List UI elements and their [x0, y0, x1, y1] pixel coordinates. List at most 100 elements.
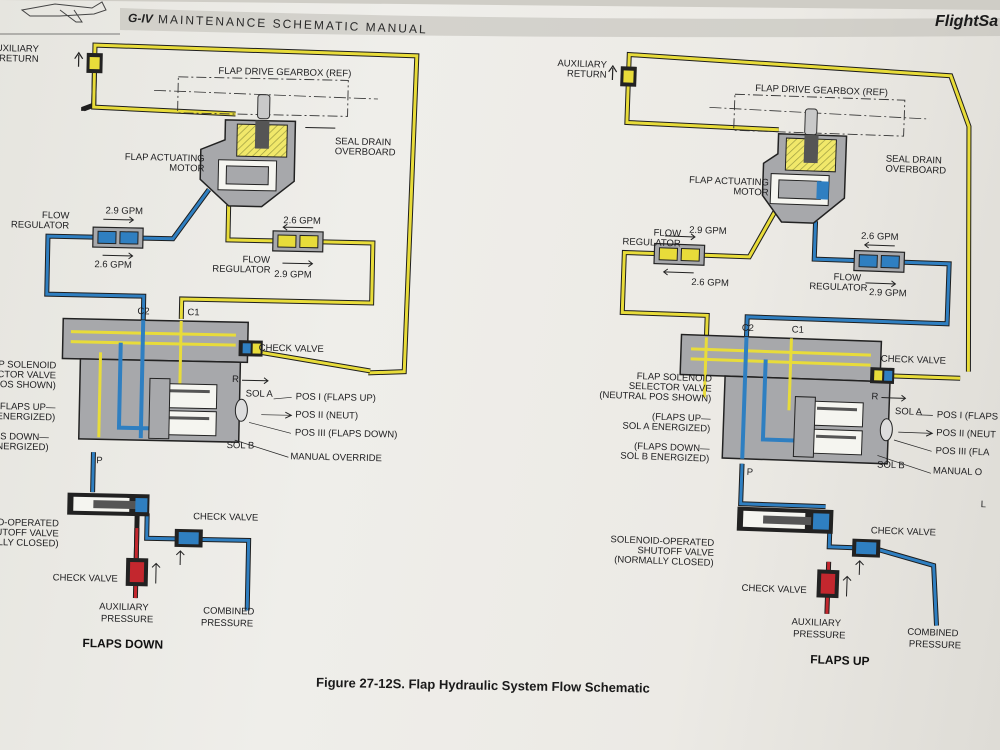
left-flaps-down-1: FLAPS DOWN— — [0, 431, 49, 444]
left-check-valve-top-label: CHECK VALVE — [259, 343, 324, 355]
right-check-valve-mid — [851, 538, 881, 575]
right-shutoff-1: SOLENOID-OPERATED — [610, 534, 714, 549]
right-port-c2: C2 — [742, 323, 755, 334]
figure-caption: Figure 27-12S. Flap Hydraulic System Flo… — [316, 675, 650, 696]
left-rate-a-top: 2.9 GPM — [105, 205, 143, 217]
left-port-c1: C1 — [187, 307, 199, 318]
left-check-valve-top — [238, 340, 371, 374]
left-motor-label-2: MOTOR — [169, 163, 205, 175]
right-seal-drain-1: SEAL DRAIN — [886, 154, 943, 167]
left-flaps-up-1: (FLAPS UP— — [0, 401, 56, 413]
right-motor-label-2: MOTOR — [733, 186, 769, 198]
left-flow-reg-a-2: REGULATOR — [11, 219, 70, 231]
left-flow-reg-a-1: FLOW — [42, 210, 70, 222]
right-combined-pressure-2: PRESSURE — [909, 639, 962, 652]
right-rate-b-bottom: 2.9 GPM — [869, 287, 907, 299]
right-selector-2: SELECTOR VALVE — [629, 381, 712, 395]
header-band: G-IV MAINTENANCE SCHEMATIC MANUAL Flight… — [0, 0, 1000, 38]
left-port-p: P — [96, 455, 103, 466]
right-flow-reg-a-2: REGULATOR — [622, 236, 681, 249]
left-selector-3: RAL POS SHOWN) — [0, 379, 56, 392]
left-sol-a: SOL A — [246, 388, 274, 400]
aircraft-silhouette — [20, 1, 107, 23]
left-gearbox — [154, 76, 378, 120]
left-aux-pressure-2: PRESSURE — [101, 613, 153, 625]
left-pos1: POS I (FLAPS UP) — [296, 391, 376, 404]
right-selector-1: FLAP SOLENOID — [637, 371, 713, 385]
left-aux-return-label-1: AUXILIARY — [0, 43, 40, 55]
left-manual-override: MANUAL OVERRIDE — [290, 451, 382, 464]
left-rate-a-bottom: 2.6 GPM — [94, 259, 132, 271]
right-check-valve-low-label: CHECK VALVE — [741, 583, 806, 596]
right-selector-3: (NEUTRAL POS SHOWN) — [599, 390, 711, 405]
right-port-p: P — [747, 467, 754, 478]
left-sol-b: SOL B — [227, 440, 255, 452]
right-sol-a: SOL A — [895, 406, 923, 418]
left-port-r: R — [232, 374, 239, 385]
left-flow-reg-b-2: REGULATOR — [212, 264, 271, 276]
right-check-valve-top — [869, 367, 895, 384]
left-mode-title: FLAPS DOWN — [82, 636, 163, 652]
right-flow-reg-b-1: FLOW — [833, 272, 861, 284]
right-port-c1: C1 — [792, 324, 805, 335]
right-rate-a-top: 2.9 GPM — [689, 225, 727, 237]
left-port-c2: C2 — [137, 306, 149, 317]
left-check-valve-low-label: CHECK VALVE — [53, 572, 118, 584]
right-aux-return-label-1: AUXILIARY — [557, 58, 607, 71]
right-flow-reg-b-2: REGULATOR — [809, 281, 868, 294]
right-manual-override: MANUAL O — [933, 465, 983, 478]
right-check-valve-mid-label: CHECK VALVE — [871, 525, 936, 538]
right-combined-pressure-1: COMBINED — [907, 627, 959, 640]
left-aux-pressure-1: AUXILIARY — [99, 601, 149, 613]
right-flaps-down-2: SOL B ENERGIZED) — [620, 450, 709, 464]
left-position-leaders — [234, 396, 293, 458]
right-pos3: POS III (FLA — [935, 445, 990, 458]
left-pos2: POS II (NEUT) — [295, 409, 358, 421]
left-flap-motor — [199, 119, 297, 208]
right-motor-label-1: FLAP ACTUATING — [689, 175, 769, 189]
left-rate-b-bottom: 2.9 GPM — [274, 269, 312, 281]
header-model: G-IV — [128, 11, 154, 26]
left-check-valve-mid-label: CHECK VALVE — [193, 511, 258, 523]
right-mode-title: FLAPS UP — [810, 652, 870, 668]
brand-logo: FlightSa — [935, 13, 998, 30]
right-aux-return-label-2: RETURN — [567, 68, 607, 80]
right-position-leaders — [877, 414, 934, 474]
right-pressure-lines — [738, 221, 952, 626]
right-aux-pressure-1: AUXILIARY — [791, 617, 841, 630]
left-flaps-up-2: L A ENERGIZED) — [0, 411, 55, 424]
left-flaps-down-2: B ENERGIZED) — [0, 441, 49, 453]
left-aux-return-check-valve — [74, 51, 103, 74]
right-gearbox — [709, 93, 930, 137]
left-flow-regulator-a — [92, 216, 144, 260]
right-aux-pressure-2: PRESSURE — [793, 629, 846, 642]
right-diagram: AUXILIARY RETURN FLAP DRIVE GEARBOX (REF… — [557, 51, 998, 668]
right-check-valve-top-label: CHECK VALVE — [881, 354, 946, 367]
left-diagram: AUXILIARY RETURN FLAP DRIVE GEARBOX (REF… — [0, 42, 420, 652]
right-flaps-up-1: (FLAPS UP— — [652, 412, 711, 425]
right-flaps-down-1: (FLAPS DOWN— — [634, 441, 710, 455]
left-selector-2: SELECTOR VALVE — [0, 369, 56, 382]
right-shutoff-valve — [736, 506, 834, 534]
left-combined-pressure-1: COMBINED — [203, 605, 255, 617]
left-motor-label-1: FLAP ACTUATING — [125, 152, 205, 165]
left-gearbox-label: FLAP DRIVE GEARBOX (REF) — [218, 66, 351, 80]
left-shutoff-1: SOLENOID-OPERATED — [0, 516, 59, 529]
left-selector-1: FLAP SOLENOID — [0, 359, 57, 372]
left-check-valve-low — [125, 557, 161, 587]
left-shutoff-valve — [67, 492, 150, 517]
left-selector-valve — [61, 317, 249, 443]
left-shutoff-3: (NORMALLY CLOSED) — [0, 536, 59, 549]
left-check-valve-mid — [174, 528, 203, 566]
right-flow-regulator-b — [853, 241, 906, 288]
right-flow-reg-a-1: FLOW — [653, 228, 681, 240]
right-return-lines — [619, 51, 972, 381]
right-shutoff-3: (NORMALLY CLOSED) — [614, 554, 714, 568]
left-flow-regulator-b — [272, 223, 324, 268]
left-rate-b-top: 2.6 GPM — [283, 215, 321, 227]
right-flow-regulator-a — [653, 233, 706, 276]
right-edge-letter: L — [981, 499, 987, 510]
left-aux-return-label-2: RETURN — [0, 53, 39, 65]
